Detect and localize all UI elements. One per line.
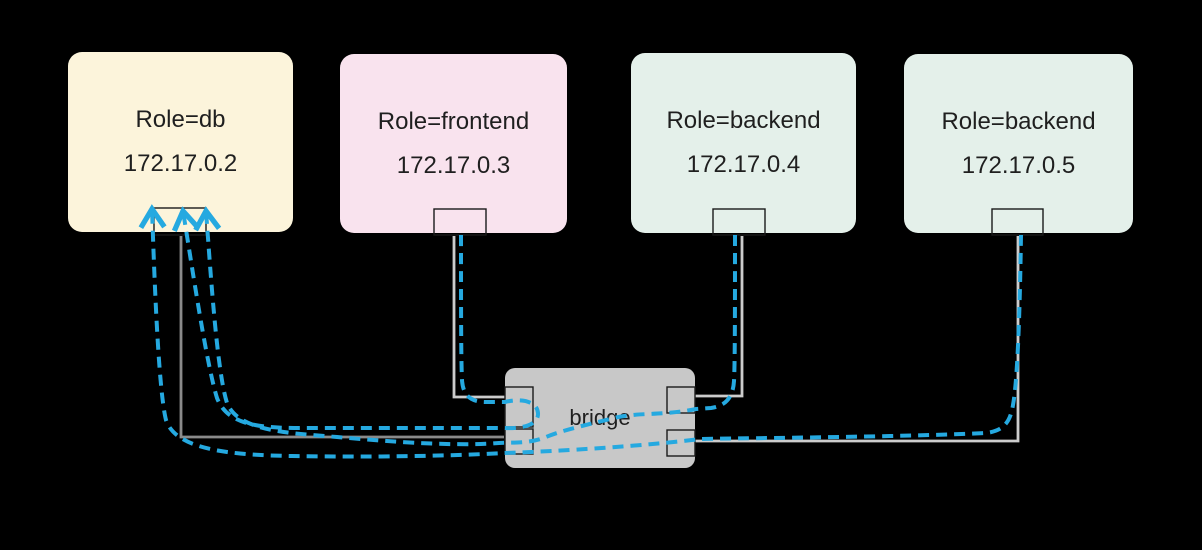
container-backend-2-ip: 172.17.0.5 [961, 151, 1076, 179]
container-backend-1-role-label: Role=backend [666, 107, 821, 134]
bridge-label: bridge [569, 405, 631, 430]
container-db-ip: 172.17.0.2 [123, 150, 238, 177]
container-backend-2: Role=backend 172.17.0.5 [904, 54, 1133, 233]
link-backend-1-to-bridge [695, 236, 744, 398]
container-backend-1-ip: 172.17.0.4 [686, 151, 801, 178]
container-backend-2-role-label: Role=backend [941, 107, 1096, 135]
bridge-node: bridge [505, 368, 695, 468]
container-db: Role=db 172.17.0.2 [68, 52, 293, 232]
link-frontend-to-bridge [452, 236, 506, 399]
container-backend-1: Role=backend 172.17.0.4 [631, 53, 856, 233]
container-frontend: Role=frontend 172.17.0.3 [340, 54, 567, 233]
link-db-to-bridge [179, 236, 504, 439]
container-frontend-role-label: Role=frontend [377, 107, 530, 135]
flow-frontend-to-db [171, 206, 540, 431]
container-db-role-label: Role=db [135, 106, 226, 133]
container-frontend-ip: 172.17.0.3 [396, 151, 511, 179]
link-backend-2-to-bridge [695, 236, 1020, 443]
